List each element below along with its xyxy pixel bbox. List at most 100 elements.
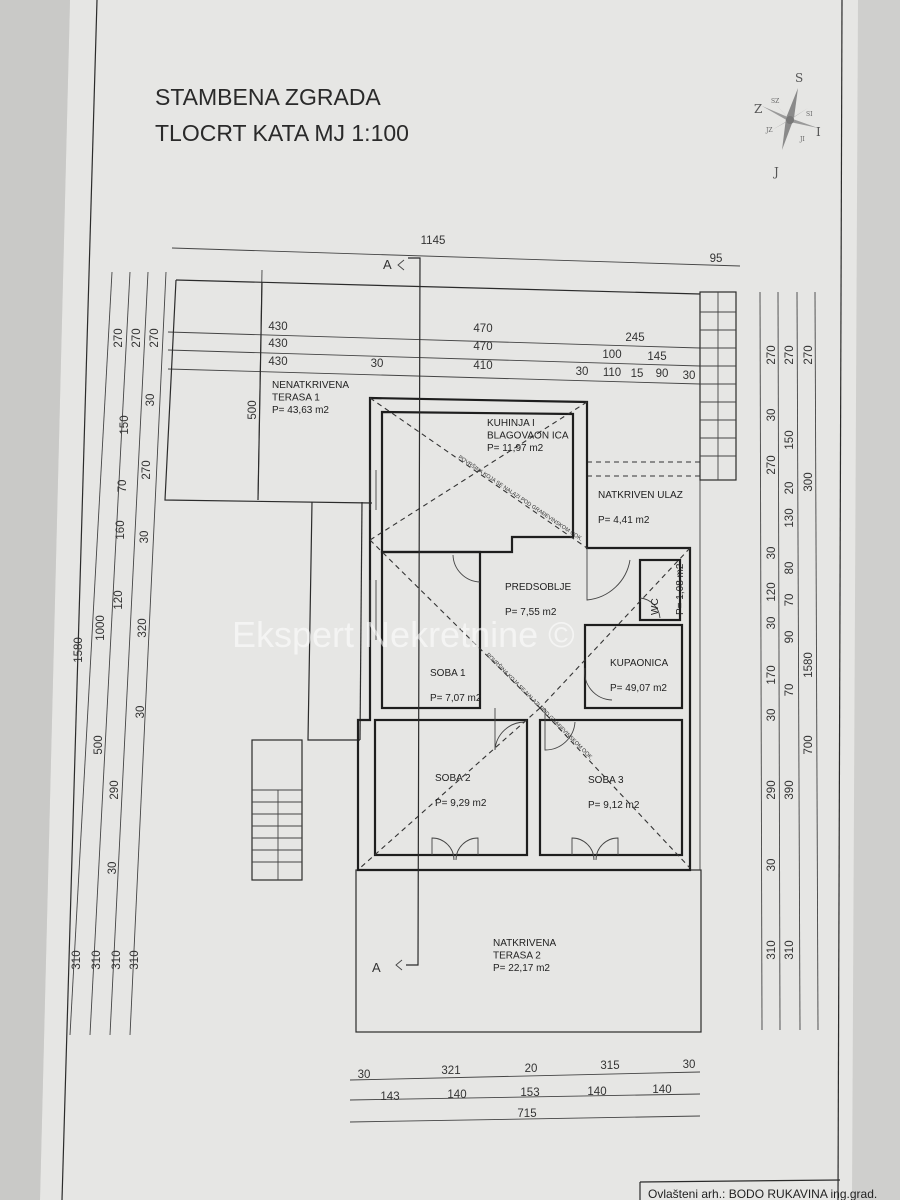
drawing-subtitle: TLOCRT KATA MJ 1:100 (155, 120, 409, 146)
room-wc: WC P= 1,08 m2 (650, 563, 686, 615)
room-name: NATKRIVEN ULAZ (598, 490, 683, 501)
room-name: TERASA 1 (272, 393, 320, 404)
room-area: P= 9,29 m2 (435, 798, 487, 809)
dimension-top: 470 (473, 341, 492, 353)
dimension-left: 30 (139, 531, 151, 544)
dimension-left: 270 (149, 328, 161, 347)
dimension-top: 1145 (421, 235, 446, 247)
dimension-left: 310 (129, 950, 141, 969)
section-line-a (395, 257, 421, 971)
dimension-right: 130 (784, 508, 796, 527)
dimension-right: 390 (784, 780, 796, 799)
room-name: SOBA 2 (435, 773, 471, 784)
dimension-bottom: 140 (587, 1086, 606, 1098)
room-area: P= 43,63 m2 (272, 405, 329, 416)
section-marker-bottom: A (372, 960, 381, 975)
dimension-bottom: 30 (683, 1059, 696, 1071)
dimension-left: 30 (145, 394, 157, 407)
dimension-left: 310 (71, 950, 83, 969)
room-soba-3: SOBA 3P= 9,12 m2 (588, 775, 640, 811)
compass-south: J (772, 165, 779, 179)
dimension-left: 70 (117, 480, 129, 493)
room-area: P= 7,07 m2 (430, 693, 482, 704)
dimension-right: 30 (766, 709, 778, 722)
room-area: P= 1,08 m2 (675, 563, 686, 615)
dimension-left: 270 (131, 328, 143, 347)
compass-west: Z (754, 102, 762, 116)
dimension-left: 160 (115, 520, 127, 539)
room-area: P= 9,12 m2 (588, 800, 640, 811)
dimension-right: 70 (784, 594, 796, 607)
dimension-left: 500 (93, 735, 105, 754)
dimension-bottom: 140 (447, 1089, 466, 1101)
dimension-right: 120 (766, 582, 778, 601)
room-soba-1: SOBA 1 P= 7,07 m2 (430, 668, 482, 704)
compass-north: S (795, 71, 803, 85)
title-block-top (639, 1179, 841, 1183)
dimension-bottom: 715 (517, 1108, 536, 1120)
dimension-left: 30 (135, 706, 147, 719)
background (0, 0, 70, 1200)
dimension-left: 290 (109, 780, 121, 799)
dimension-right: 80 (784, 562, 796, 575)
dimension-top: 30 (576, 366, 589, 378)
dimension-right: 170 (766, 665, 778, 684)
room-name: PREDSOBLJE (505, 582, 571, 593)
dimension-bottom: 30 (358, 1069, 371, 1081)
room-predsoblje: PREDSOBLJE P= 7,55 m2 (505, 582, 571, 618)
dimension-bottom: 140 (652, 1084, 671, 1096)
dimension-left: 270 (113, 328, 125, 347)
dimension-right: 30 (766, 409, 778, 422)
dimension-bottom: 153 (520, 1087, 539, 1099)
dimension-right: 270 (784, 345, 796, 364)
room-name: SOBA 1 (430, 668, 466, 679)
room-name: NENATKRIVENA (272, 380, 349, 391)
room-area: P= 11,97 m2 (487, 443, 544, 454)
dimension-top: 470 (473, 323, 492, 335)
room-name: WC (650, 598, 661, 615)
dimension-bottom: 315 (600, 1060, 619, 1072)
dimension-top: 110 (603, 367, 621, 379)
frame-left (61, 0, 98, 1200)
architect-credit: Ovlašteni arh.: BODO RUKAVINA ing.grad. (648, 1187, 877, 1200)
stairs-left (252, 789, 302, 880)
watermark: Ekspert Nekretnine © (232, 614, 575, 655)
dimension-top: 30 (371, 358, 384, 370)
dimension-left: 30 (107, 862, 119, 875)
dimension-left: 120 (113, 590, 125, 609)
dimension-bottom: 321 (441, 1065, 460, 1077)
dimension-top: 430 (268, 338, 287, 350)
dimension-right: 20 (784, 482, 796, 495)
dimension-right: 30 (766, 547, 778, 560)
dimension-top: 430 (268, 321, 287, 333)
dimension-top: 15 (631, 368, 644, 380)
section-marker-top: A (383, 257, 392, 272)
dimension-bottom: 143 (380, 1091, 399, 1103)
paper-edge (852, 0, 900, 1200)
dimension-right: 310 (766, 940, 778, 959)
dimension-top: 245 (625, 332, 644, 344)
dimension-top: 430 (268, 356, 287, 368)
room-area: P= 7,55 m2 (505, 607, 557, 618)
room-name: NATKRIVENA (493, 938, 556, 949)
dimension-bottom: 20 (525, 1063, 538, 1075)
dimension-top: 145 (647, 351, 666, 363)
room-name: KUPAONICA (610, 658, 668, 669)
dimension-left: 320 (137, 618, 149, 637)
dimension-right: 30 (766, 859, 778, 872)
compass-sw: JZ (765, 127, 773, 134)
compass-ne: SI (806, 111, 813, 118)
room-name: KUHINJA I (487, 418, 535, 429)
dimension-right: 270 (766, 455, 778, 474)
room-soba-2: SOBA 2 P= 9,29 m2 (435, 773, 487, 809)
dimension-right: 700 (803, 735, 815, 754)
compass-rose-icon: S J Z I SZ SI JZ JI (754, 71, 821, 179)
compass-nw: SZ (771, 98, 779, 105)
dimension-right: 290 (766, 780, 778, 799)
dimension-right: 150 (784, 430, 796, 449)
